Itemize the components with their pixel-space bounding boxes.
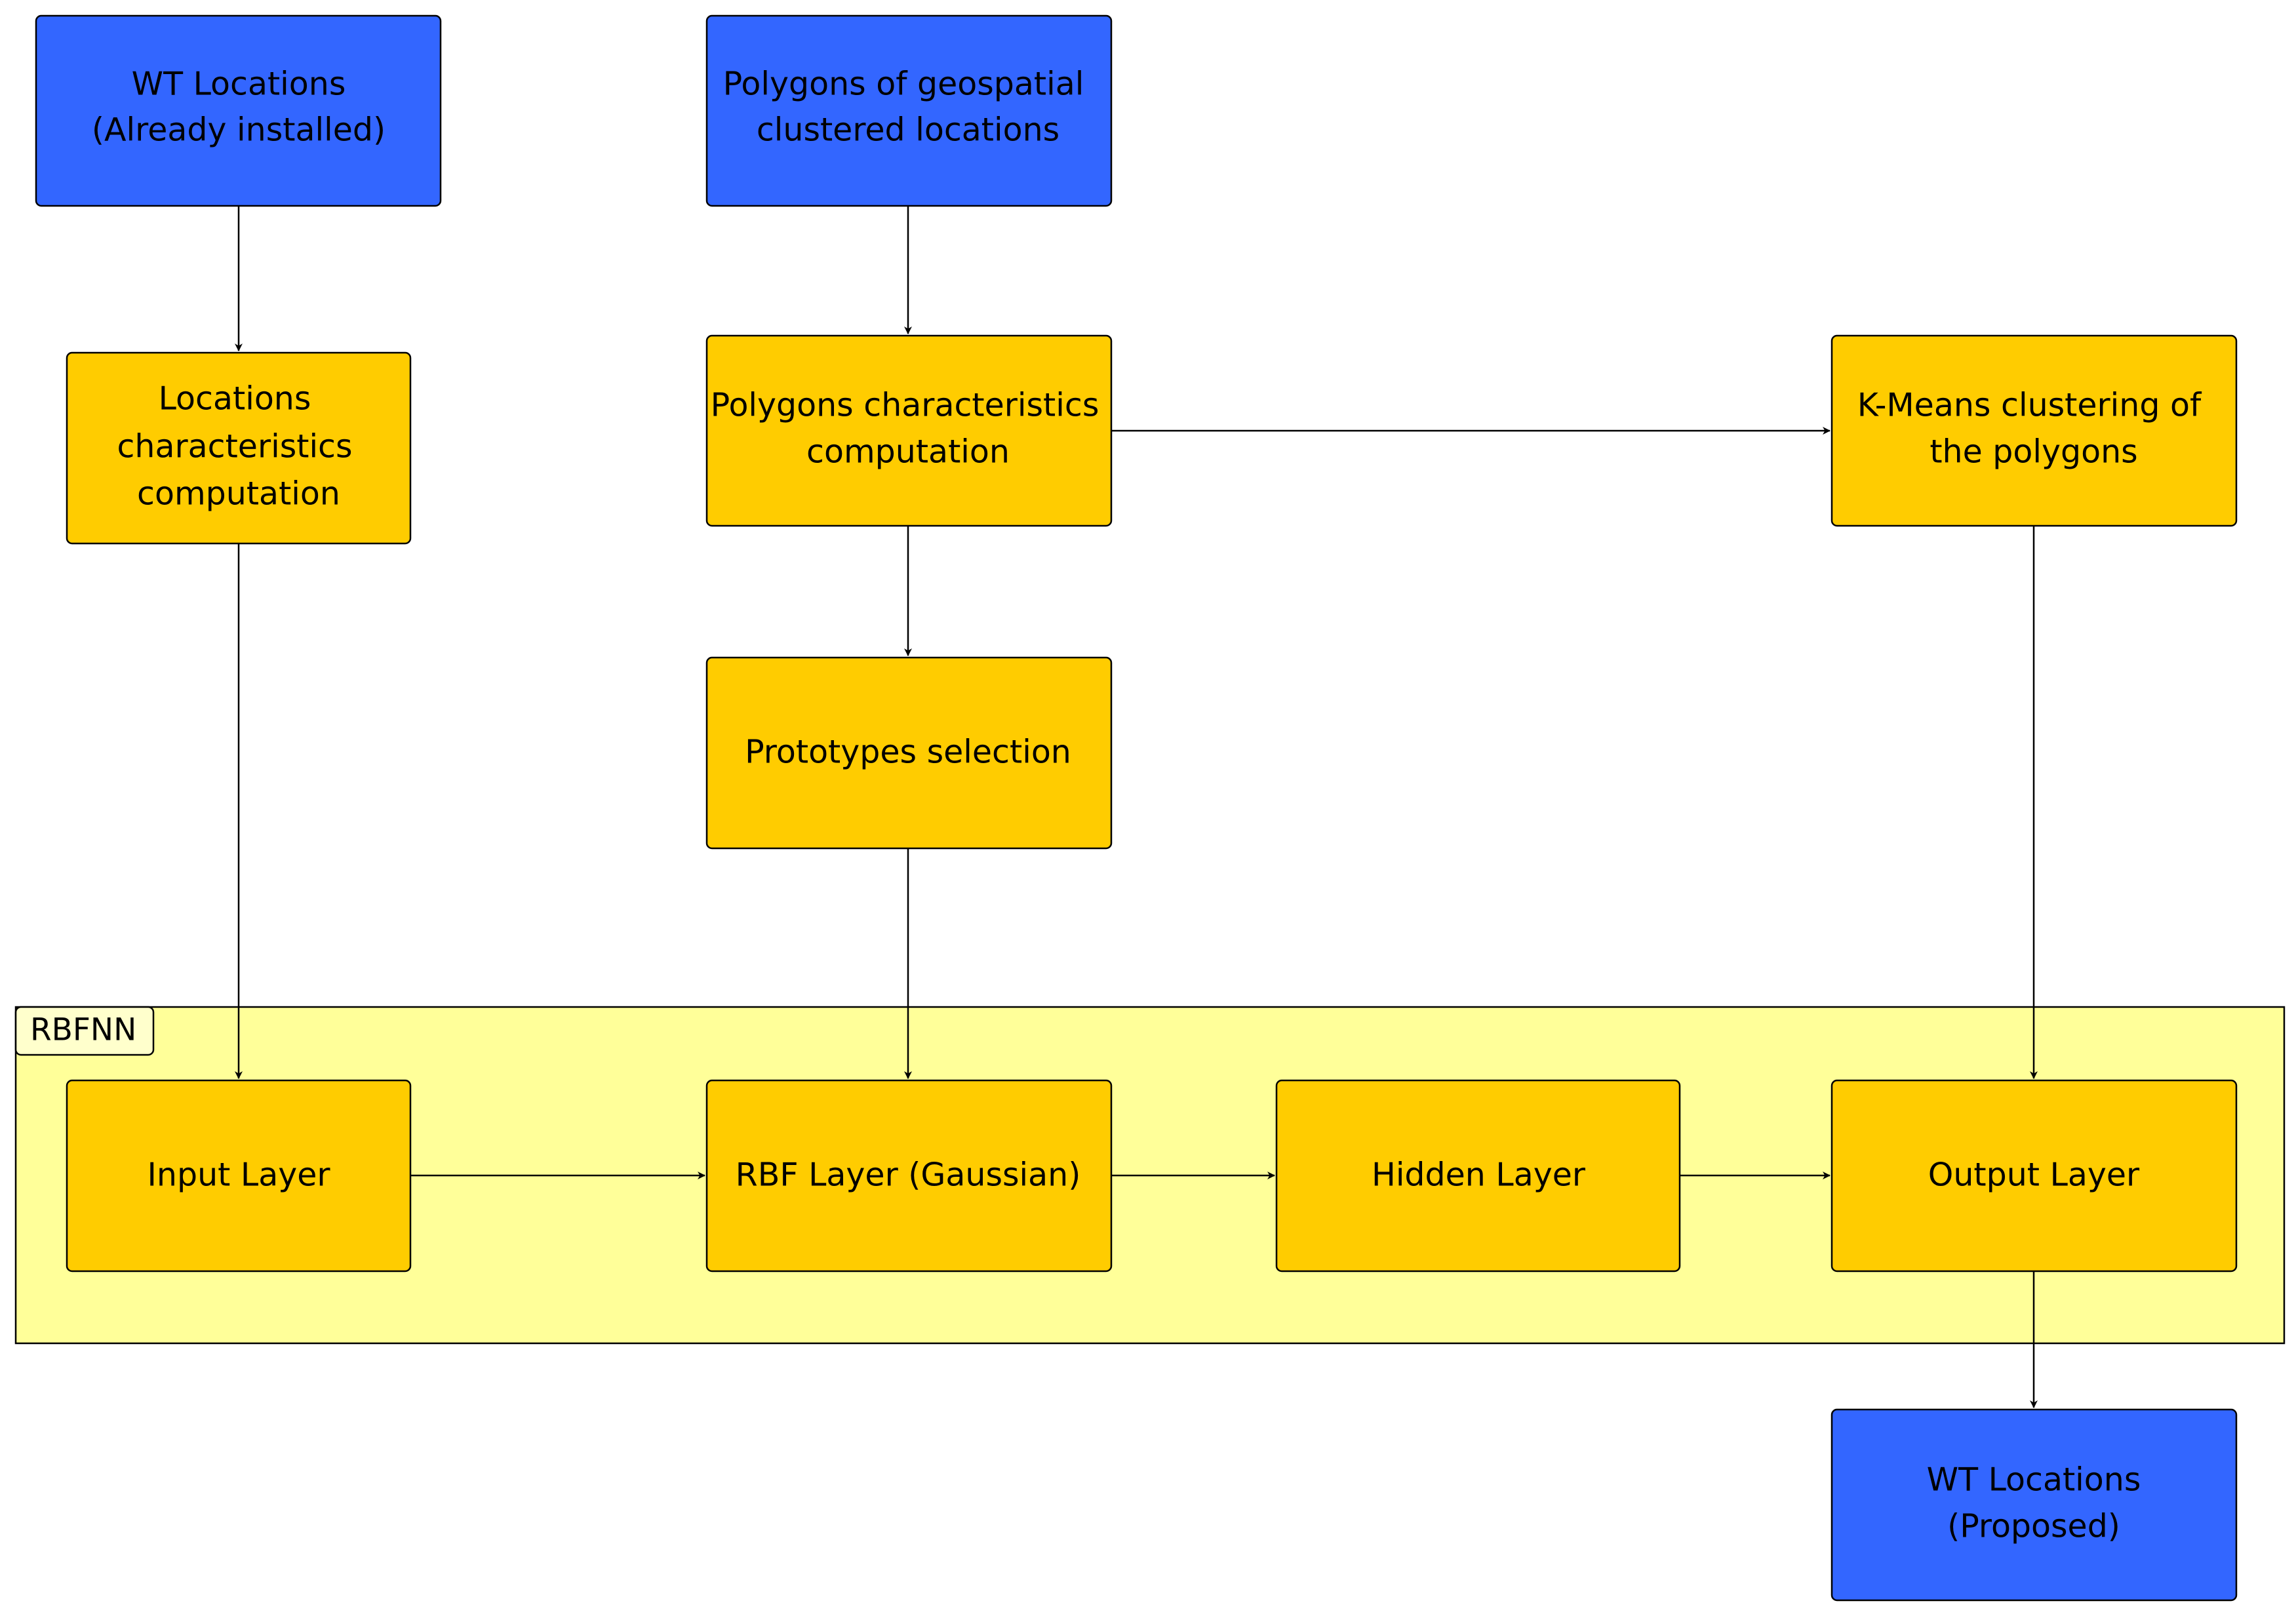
edges [235, 206, 2038, 1408]
node-polygons-geo: Polygons of geospatial clustered locatio… [705, 14, 1113, 207]
node-kmeans: K-Means clustering of the polygons [1831, 334, 2238, 527]
node-polygons-char-line-2: computation [806, 433, 1010, 471]
node-wt-installed-line-2: (Already installed) [92, 111, 386, 149]
node-kmeans-line-2: the polygons [1930, 433, 2137, 471]
node-polygons-char: Polygons characteristics computation [705, 334, 1113, 527]
node-wt-installed-line-1: WT Locations [132, 66, 346, 103]
node-input-layer-line-1: Input Layer [147, 1156, 330, 1194]
node-kmeans-line-1: K-Means clustering of [1857, 387, 2202, 424]
rbfnn-group-label: RBFNN [30, 1012, 136, 1048]
node-polygons-char-line-1: Polygons characteristics [711, 387, 1099, 424]
node-locations-char-line-1: Locations [159, 380, 311, 418]
node-wt-installed: WT Locations (Already installed) [35, 14, 442, 207]
node-locations-char-line-2: characteristics [117, 428, 352, 465]
node-output-layer-line-1: Output Layer [1928, 1156, 2140, 1194]
node-polygons-geo-line-2: clustered locations [757, 111, 1059, 149]
node-input-layer: Input Layer [66, 1079, 412, 1273]
node-rbf-layer-line-1: RBF Layer (Gaussian) [736, 1156, 1081, 1194]
node-polygons-geo-line-1: Polygons of geospatial [723, 66, 1084, 103]
node-prototypes: Prototypes selection [705, 656, 1113, 850]
node-hidden-layer-line-1: Hidden Layer [1372, 1156, 1586, 1194]
node-wt-proposed-line-2: (Proposed) [1947, 1508, 2120, 1545]
node-output-layer: Output Layer [1831, 1079, 2238, 1273]
rbfnn-group-label-box [14, 1006, 155, 1056]
node-prototypes-line-1: Prototypes selection [745, 734, 1071, 771]
node-locations-char-line-3: computation [137, 475, 340, 513]
node-locations-char: Locations characteristics computation [66, 351, 412, 545]
node-hidden-layer: Hidden Layer [1275, 1079, 1681, 1273]
node-wt-proposed: WT Locations (Proposed) [1831, 1408, 2238, 1602]
node-wt-proposed-line-1: WT Locations [1927, 1461, 2141, 1499]
nodes: WT Locations (Already installed) Polygon… [35, 14, 2238, 1602]
node-rbf-layer: RBF Layer (Gaussian) [705, 1079, 1113, 1273]
